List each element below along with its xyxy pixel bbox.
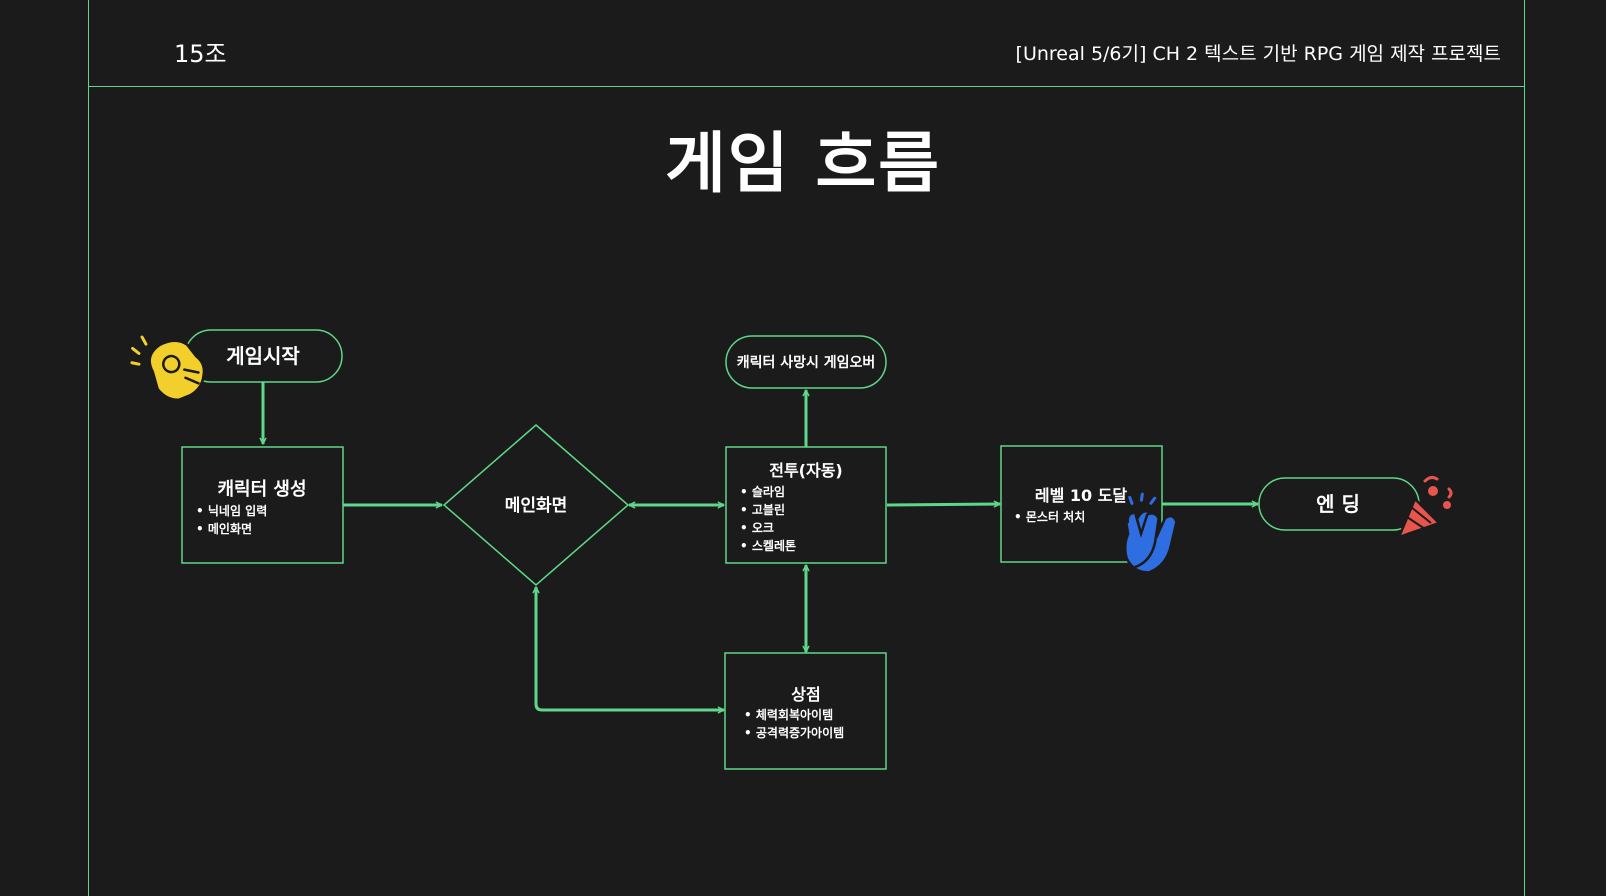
frame-right-border bbox=[1524, 0, 1525, 896]
node-gameover-shape bbox=[725, 335, 887, 389]
project-title: [Unreal 5/6기] CH 2 텍스트 기반 RPG 게임 제작 프로젝트 bbox=[1015, 43, 1501, 65]
node-ending-label: 엔 딩 bbox=[1316, 492, 1360, 516]
node-level-item: • 몬스터 처치 bbox=[1014, 509, 1085, 524]
node-shop-item: • 공격력증가아이템 bbox=[744, 725, 844, 740]
team-label: 15조 bbox=[174, 40, 227, 68]
node-create-label: 캐릭터 생성 bbox=[217, 479, 306, 500]
node-battle-item: • 슬라임 bbox=[740, 484, 785, 499]
node-battle-item: • 오크 bbox=[740, 521, 774, 535]
node-shop-shape bbox=[724, 652, 887, 770]
node-battle-item: • 고블린 bbox=[740, 502, 785, 517]
node-create-shape bbox=[181, 446, 344, 564]
node-battle-label: 전투(자동) bbox=[769, 461, 843, 480]
node-main-shape bbox=[442, 424, 630, 586]
node-gameover-label: 캐릭터 사망시 게임오버 bbox=[737, 354, 876, 371]
header-divider bbox=[88, 86, 1525, 87]
node-main-label: 메인화면 bbox=[505, 496, 568, 516]
party-popper-icon bbox=[1397, 475, 1453, 539]
frame-left-border bbox=[88, 0, 89, 896]
node-create-item: • 닉네임 입력 bbox=[196, 503, 267, 518]
page-title: 게임 흐름 bbox=[665, 125, 941, 202]
edge-main-shop bbox=[532, 586, 725, 714]
node-battle-item: • 스켈레톤 bbox=[740, 538, 796, 553]
clapping-hands-icon bbox=[1123, 492, 1178, 574]
node-shop-item: • 체력회복아이템 bbox=[744, 707, 833, 722]
node-create-item: • 메인화면 bbox=[196, 521, 252, 536]
edge-battle-level bbox=[886, 500, 1001, 508]
node-battle-shape bbox=[725, 446, 887, 564]
node-level-label: 레벨 10 도달 bbox=[1035, 486, 1128, 505]
node-start-label: 게임시작 bbox=[226, 344, 300, 368]
node-shop-label: 상점 bbox=[791, 685, 820, 704]
ok-hand-icon bbox=[130, 335, 206, 401]
